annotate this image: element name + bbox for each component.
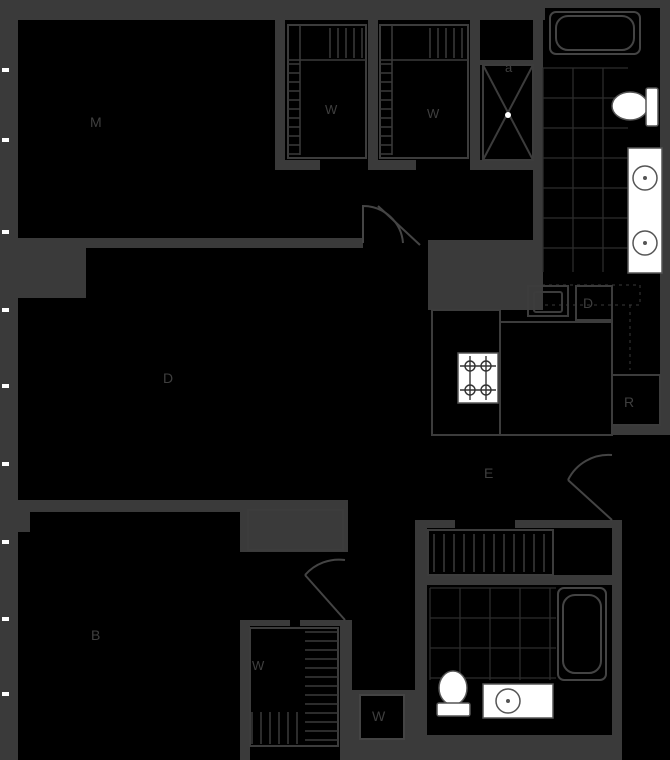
closet-label-2: W xyxy=(427,106,440,121)
kitchen xyxy=(431,284,661,436)
closet-label-1: W xyxy=(325,102,338,117)
closet-shelving-2 xyxy=(379,24,469,159)
closet-shelving-1 xyxy=(287,24,367,159)
doors xyxy=(304,204,613,621)
svg-text:a: a xyxy=(505,60,513,75)
room-label-dining: D xyxy=(163,370,173,386)
washer-label: W xyxy=(372,708,386,724)
room-label-bedroom: B xyxy=(91,627,100,643)
bedroom-closets xyxy=(247,509,344,747)
dishwasher-label: D xyxy=(583,295,593,311)
windows xyxy=(2,68,9,696)
room-label-entry: E xyxy=(484,465,493,481)
closet-label-3: W xyxy=(252,658,265,673)
hall-bath xyxy=(427,529,607,719)
master-bath: a xyxy=(482,11,663,274)
room-labels: M D B E D R W W W W xyxy=(90,102,634,724)
room-label-master: M xyxy=(90,114,102,130)
refrigerator-label: R xyxy=(624,394,634,410)
